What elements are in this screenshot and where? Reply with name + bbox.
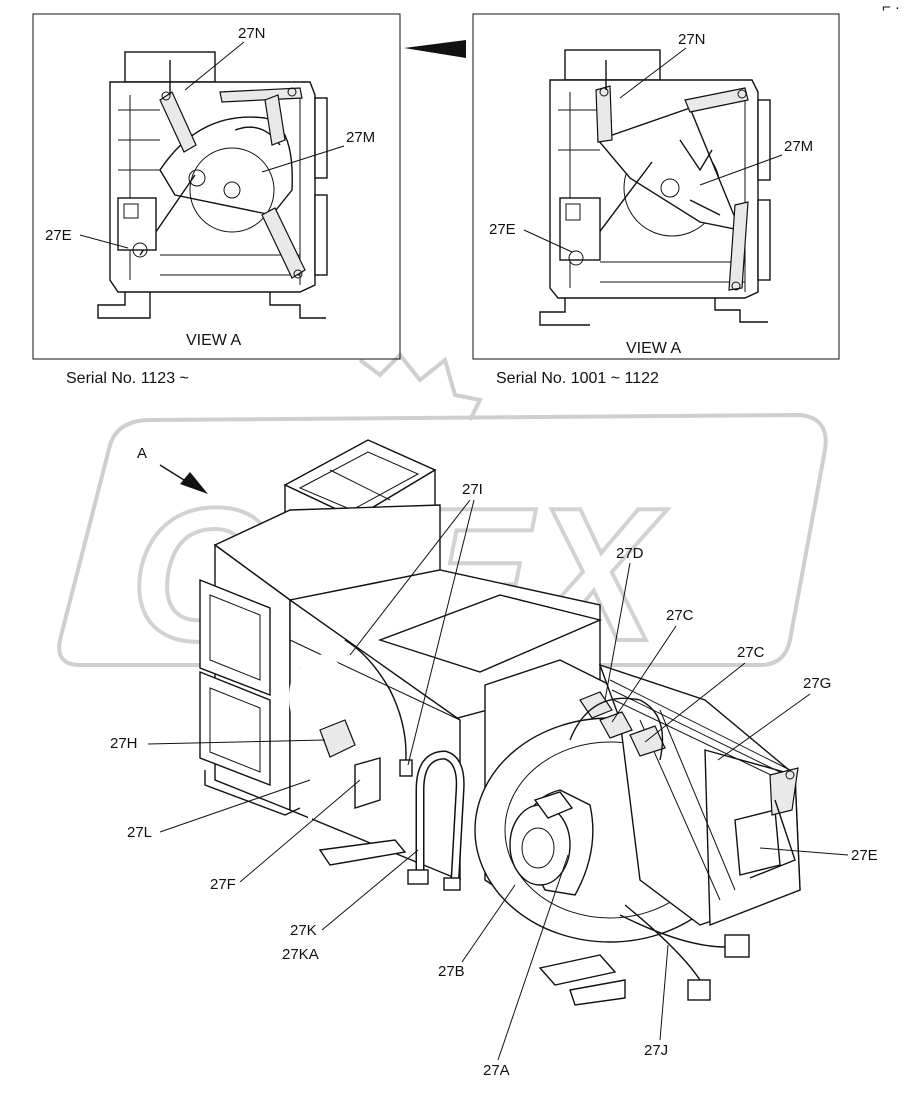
label-27c-1: 27C <box>666 607 694 624</box>
inset-1-label-27e: 27E <box>45 227 72 244</box>
inset-1-view-label: VIEW A <box>186 332 241 349</box>
label-27i: 27I <box>462 481 483 498</box>
relays <box>569 691 666 761</box>
inset-2-damper-plate <box>596 107 742 237</box>
harness-27j <box>624 904 711 996</box>
label-27f: 27F <box>210 876 236 893</box>
label-27l: 27L <box>127 824 152 841</box>
inset-1-label-27n: 27N <box>238 25 266 42</box>
inset-2-linkage <box>579 60 749 291</box>
heater-pipes <box>289 654 465 891</box>
inset-1-label-27m: 27M <box>346 129 375 146</box>
inset-2-label-27e: 27E <box>489 221 516 238</box>
label-27h: 27H <box>110 735 138 752</box>
label-27c-2: 27C <box>737 644 765 661</box>
label-27ka: 27KA <box>282 946 319 963</box>
inset-1-actuator <box>117 197 157 258</box>
inset-1-linkage <box>139 60 306 279</box>
side-vents <box>199 578 271 787</box>
inset-2-frame <box>472 13 840 360</box>
mount-brackets <box>318 839 626 1006</box>
main-arrow-label: A <box>137 445 147 462</box>
main-view-arrow-head <box>180 472 208 494</box>
label-27j: 27J <box>644 1042 668 1059</box>
harness-27i-connector <box>399 759 413 777</box>
label-27d: 27D <box>616 545 644 562</box>
harness-27i <box>344 639 407 771</box>
label-27e: 27E <box>851 847 878 864</box>
inset-2-label-27n: 27N <box>678 31 706 48</box>
view-direction-arrow <box>404 40 466 58</box>
inset-2-label-27m: 27M <box>784 138 813 155</box>
corner-mark: ⌐ · <box>882 0 900 16</box>
inset-1-frame <box>32 13 401 360</box>
label-27k: 27K <box>290 922 317 939</box>
label-27b: 27B <box>438 963 465 980</box>
label-27a: 27A <box>483 1062 510 1079</box>
inset-1-serial: Serial No. 1123 ~ <box>66 370 189 387</box>
inset-2-view-label: VIEW A <box>626 340 681 357</box>
inset-view-2: 27N 27M 27E VIEW A <box>472 13 840 360</box>
harness-27j-connector-2 <box>687 979 711 1001</box>
harness-27j-connector-1 <box>724 934 750 958</box>
inset-2-actuator <box>559 197 601 266</box>
inset-view-1: 27N 27M 27E VIEW A <box>32 13 401 360</box>
label-27g: 27G <box>803 675 831 692</box>
inset-2-serial: Serial No. 1001 ~ 1122 <box>496 370 659 387</box>
main-assembly-view: A <box>110 439 878 1079</box>
